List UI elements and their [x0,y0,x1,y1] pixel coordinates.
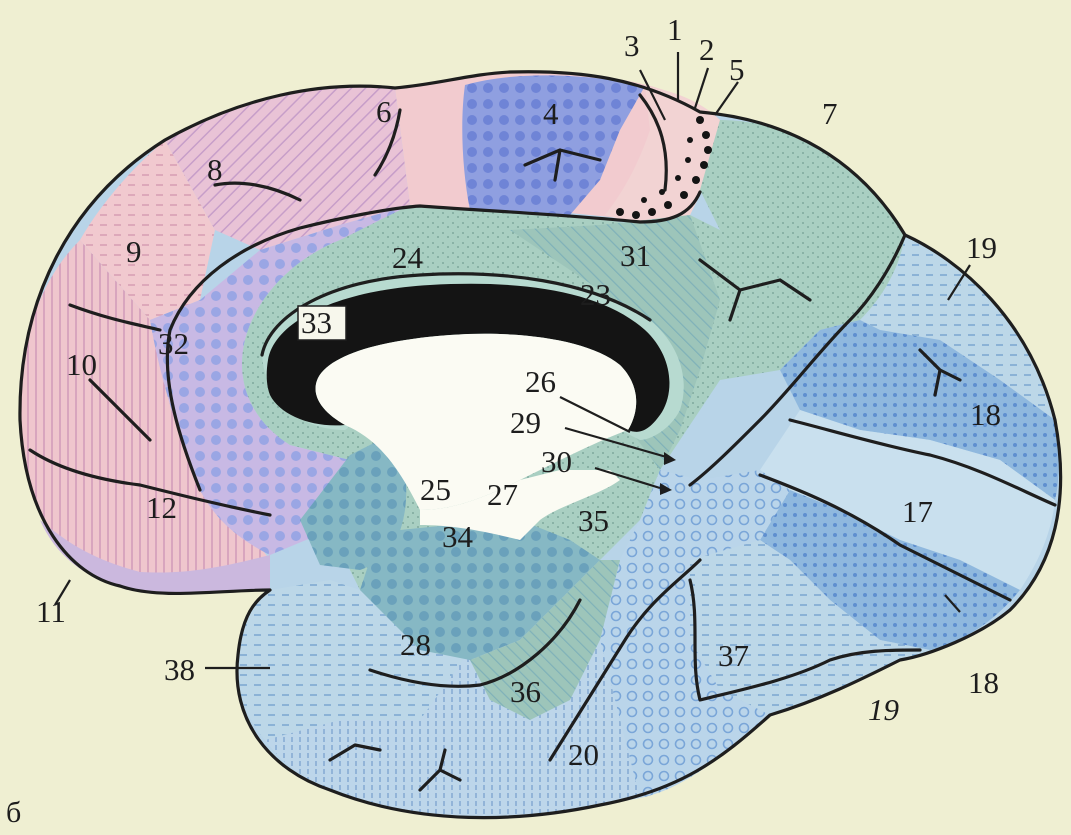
label-11: 11 [36,594,66,629]
label-19-upper: 19 [966,230,997,265]
label-7: 7 [822,96,838,131]
label-26: 26 [525,364,556,399]
label-25: 25 [420,472,451,507]
panel-letter: б [6,796,21,829]
label-31: 31 [620,238,651,273]
label-32: 32 [158,326,189,361]
label-1: 1 [667,12,683,47]
label-18-upper: 18 [970,397,1001,432]
label-34: 34 [442,519,474,554]
label-20: 20 [568,737,599,772]
label-19-lower: 19 [868,692,899,727]
label-23: 23 [580,277,611,312]
label-35: 35 [578,503,609,538]
label-9: 9 [126,234,142,269]
label-8: 8 [207,152,223,187]
label-4: 4 [543,96,559,131]
label-33: 33 [301,305,332,340]
label-10: 10 [66,347,97,382]
label-37: 37 [718,638,749,673]
label-2: 2 [699,32,715,67]
label-28: 28 [400,627,431,662]
label-5: 5 [729,52,745,87]
label-18-lower: 18 [968,665,999,700]
label-36: 36 [510,674,541,709]
label-3: 3 [624,28,640,63]
label-38: 38 [164,652,195,687]
label-24: 24 [392,240,424,275]
label-17: 17 [902,494,933,529]
label-29: 29 [510,405,541,440]
label-6: 6 [376,94,392,129]
label-27: 27 [487,477,518,512]
label-30: 30 [541,444,572,479]
label-12: 12 [146,490,177,525]
